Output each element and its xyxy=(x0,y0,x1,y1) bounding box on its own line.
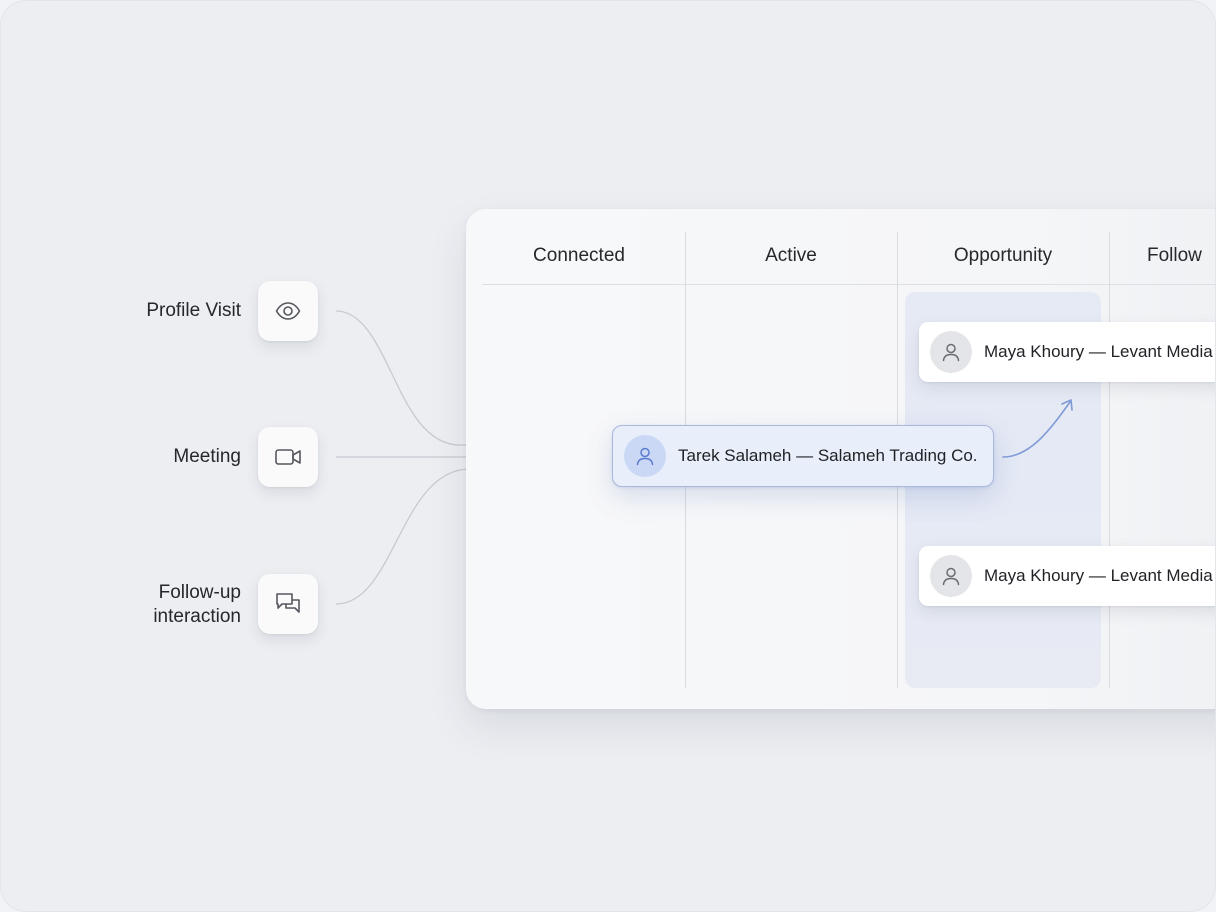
source-label-follow-up-line2: interaction xyxy=(153,606,241,627)
source-label-meeting: Meeting xyxy=(173,446,241,467)
source-label-follow-up-line1: Follow-up xyxy=(158,582,241,603)
person-icon xyxy=(942,567,960,586)
meeting-button[interactable] xyxy=(258,427,318,487)
header-divider xyxy=(482,284,1216,285)
source-label-profile-visit: Profile Visit xyxy=(146,300,241,321)
contact-name: Maya Khoury — Levant Media xyxy=(984,566,1213,585)
column-header-connected: Connected xyxy=(533,245,625,266)
contact-name: Maya Khoury — Levant Media xyxy=(984,342,1213,361)
follow-up-button[interactable] xyxy=(258,574,318,634)
column-header-opportunity: Opportunity xyxy=(953,245,1053,266)
active-contact-name: Tarek Salameh — Salameh Trading Co. xyxy=(678,446,978,465)
profile-visit-button[interactable] xyxy=(258,281,318,341)
avatar xyxy=(624,435,666,477)
person-icon xyxy=(942,343,960,362)
eye-icon xyxy=(275,302,301,320)
contact-card[interactable]: Maya Khoury — Levant Media xyxy=(919,322,1216,382)
column-header-active: Active xyxy=(765,245,817,266)
column-header-follow: Follow xyxy=(1147,245,1202,266)
column-divider xyxy=(1109,232,1110,688)
source-label-follow-up: Follow-up interaction xyxy=(153,581,241,629)
person-icon xyxy=(636,447,654,466)
avatar xyxy=(930,331,972,373)
video-camera-icon xyxy=(275,449,301,465)
active-contact-card[interactable]: Tarek Salameh — Salameh Trading Co. xyxy=(612,425,994,487)
chat-bubbles-icon xyxy=(276,593,300,613)
contact-card[interactable]: Maya Khoury — Levant Media xyxy=(919,546,1216,606)
avatar xyxy=(930,555,972,597)
